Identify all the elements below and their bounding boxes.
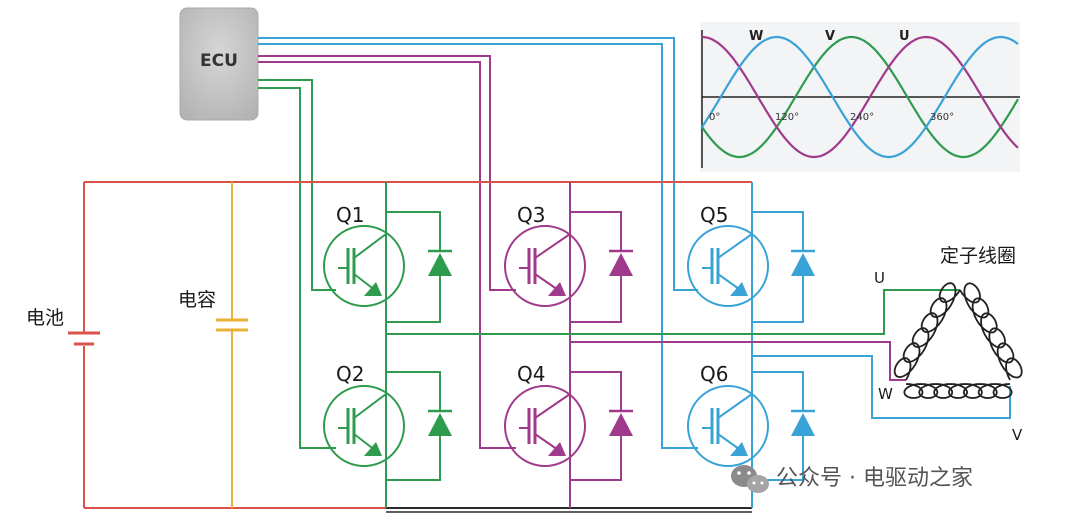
watermark-text: 公众号 · 电驱动之家 xyxy=(776,466,973,491)
transistor-q5: Q5 xyxy=(687,203,815,323)
waveform-tick-360: 360° xyxy=(930,112,954,123)
watermark: 公众号 · 电驱动之家 xyxy=(731,465,973,493)
waveform-tick-240: 240° xyxy=(850,112,874,123)
waveform-panel: W V U 0° 120° 240° 360° xyxy=(700,22,1020,172)
gate-wire-q6 xyxy=(258,43,698,449)
battery-label: 电池 xyxy=(26,307,64,329)
battery-symbol xyxy=(68,331,100,346)
stator-label: 定子线圈 xyxy=(940,245,1016,267)
phase-v-label: V xyxy=(1012,426,1023,444)
gate-wire-q1 xyxy=(258,79,336,291)
transistor-q1: Q1 xyxy=(323,203,452,323)
waveform-w-curve xyxy=(701,35,1019,159)
capacitor-symbol xyxy=(216,318,248,332)
phase-u-label: U xyxy=(874,269,885,287)
capacitor-label: 电容 xyxy=(178,289,216,311)
waveform-v-label: V xyxy=(825,29,835,44)
dc-bus xyxy=(83,181,752,513)
phase-w-label: W xyxy=(878,385,893,403)
stator-winding xyxy=(893,282,1023,399)
transistor-q4: Q4 xyxy=(504,362,633,481)
waveform-w-label: W xyxy=(749,29,763,44)
stator-coil-bottom xyxy=(903,383,1013,399)
waveform-u-curve xyxy=(701,35,1019,159)
phase-w-output xyxy=(752,355,1011,419)
transistor-q6-label: Q6 xyxy=(700,362,728,386)
transistor-q2: Q2 xyxy=(323,362,452,481)
waveform-v-curve xyxy=(701,35,1019,159)
transistor-q6: Q6 xyxy=(687,362,815,481)
transistor-q5-label: Q5 xyxy=(700,203,728,227)
transistor-q4-label: Q4 xyxy=(517,362,545,386)
waveform-tick-120: 120° xyxy=(775,112,799,123)
gate-wire-q3 xyxy=(258,55,516,291)
transistor-q3: Q3 xyxy=(504,203,633,323)
gate-wire-q5 xyxy=(258,37,698,291)
waveform-tick-0: 0° xyxy=(709,112,720,123)
transistor-q1-label: Q1 xyxy=(336,203,364,227)
ecu-block: ECU xyxy=(179,7,259,121)
ecu-label: ECU xyxy=(200,51,238,71)
ecu-box xyxy=(179,7,259,121)
phase-u-output xyxy=(386,289,960,335)
wechat-icon xyxy=(731,465,769,493)
gate-wire-q4 xyxy=(258,61,516,449)
stator-coil-right xyxy=(959,282,1023,381)
gate-wire-q2 xyxy=(258,87,336,449)
phase-v-output xyxy=(570,341,906,381)
transistor-q2-label: Q2 xyxy=(336,362,364,386)
waveform-u-label: U xyxy=(899,29,910,44)
transistor-q3-label: Q3 xyxy=(517,203,545,227)
gate-signal-wires xyxy=(258,37,698,449)
phase-output-lines xyxy=(386,289,1011,419)
stator-coil-left xyxy=(893,282,961,381)
